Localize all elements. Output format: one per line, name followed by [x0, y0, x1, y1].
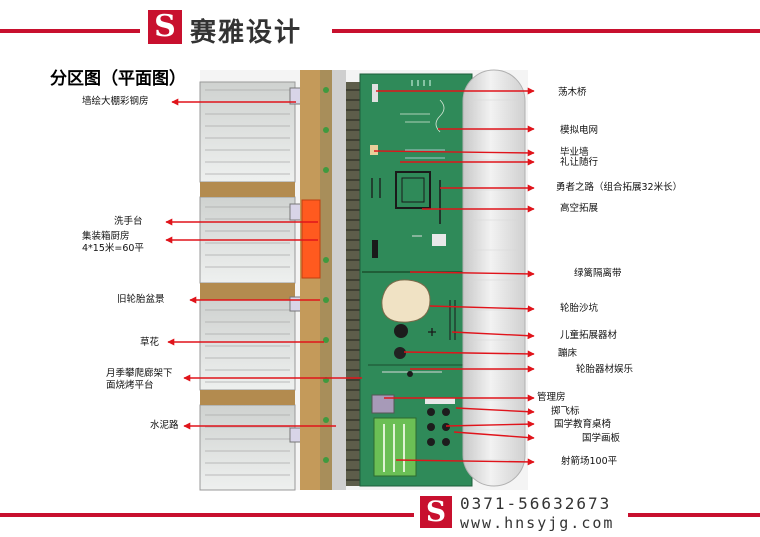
greenhouse-4	[199, 404, 296, 491]
footer-rule-right	[628, 513, 760, 517]
label-swing-bridge: 荡木桥	[558, 87, 587, 98]
high-ropes	[395, 171, 431, 209]
label-steel-house: 墙绘大棚彩钢房	[82, 96, 149, 107]
greenhouse-1	[199, 81, 296, 183]
footer-phone: 0371-56632673	[460, 494, 612, 513]
label-kids-equipment: 儿童拓展器材	[560, 330, 618, 341]
footer-website: www.hnsyjg.com	[460, 514, 615, 532]
greenhouse-row	[199, 81, 303, 491]
study-tables	[427, 408, 450, 446]
label-flowers: 草花	[140, 337, 160, 348]
label-trellis-line1: 月季攀爬廊架下	[106, 368, 173, 379]
arched-greenhouse	[462, 69, 526, 487]
rose-trellis	[346, 82, 360, 486]
label-darts: 掷飞标	[551, 406, 580, 417]
right-arrows	[373, 87, 535, 466]
label-container-kitchen: 集装箱厨房	[82, 231, 130, 242]
page-title: 分区图（平面图）	[50, 69, 186, 89]
label-high-ropes: 高空拓展	[560, 203, 599, 214]
label-wash-basin: 洗手台	[114, 216, 143, 227]
label-kitchen-size: 4*15米=60平	[82, 243, 144, 254]
trampoline	[394, 347, 406, 359]
concrete-road	[332, 70, 346, 490]
tire-1	[394, 324, 408, 338]
brand-name: 赛雅设计	[190, 18, 303, 48]
header-rule-left	[0, 29, 140, 33]
label-study-boards: 国学画板	[582, 433, 621, 444]
label-brave-road: 勇者之路（组合拓展32米长）	[556, 182, 683, 193]
label-simulated-grid: 模拟电网	[560, 125, 599, 136]
footer-logo-icon: S	[420, 496, 452, 528]
footer-rule-left	[0, 513, 414, 517]
tire-sandpit	[381, 279, 431, 323]
label-tire-sandpit: 轮胎沙坑	[560, 303, 599, 314]
label-tire-bonsai: 旧轮胎盆景	[117, 294, 165, 305]
management-house	[371, 394, 395, 414]
label-courtesy-walk: 礼让随行	[560, 157, 599, 168]
label-trellis-line2: 面烧烤平台	[106, 380, 154, 391]
path-brown	[300, 70, 320, 490]
label-graduation-wall: 毕业墙	[560, 147, 589, 158]
flower-strip	[320, 70, 332, 490]
label-management-house: 管理房	[537, 392, 566, 403]
label-concrete-road: 水泥路	[150, 420, 179, 431]
label-archery-range: 射箭场100平	[561, 456, 618, 467]
header-rule-right	[332, 29, 760, 33]
greenhouse-3	[199, 299, 296, 391]
container-kitchen	[301, 199, 321, 279]
left-arrows	[165, 98, 362, 430]
label-study-desks: 国学教育桌椅	[554, 419, 612, 430]
label-trampoline: 蹦床	[558, 348, 578, 359]
label-tire-play: 轮胎器材娱乐	[576, 364, 634, 375]
label-hedge-divider: 绿篱隔离带	[574, 268, 622, 279]
brand-logo-icon: S	[148, 10, 182, 44]
